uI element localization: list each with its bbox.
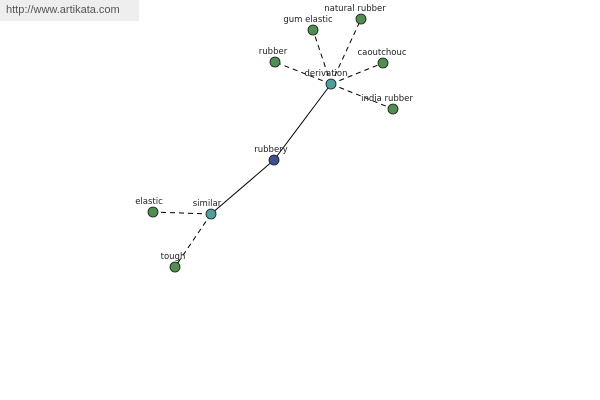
label-rubbery: rubbery: [254, 145, 287, 155]
node-tough[interactable]: [169, 261, 181, 273]
edge-derivation-rubber: [274, 61, 332, 85]
artikata-link[interactable]: http://www.artikata.com: [0, 0, 139, 21]
label-rubber: rubber: [259, 47, 288, 57]
label-india-rubber: india rubber: [361, 94, 413, 104]
label-elastic: elastic: [135, 197, 163, 207]
edge-rubbery-similar: [210, 159, 275, 215]
edge-derivation-gum-elastic: [312, 29, 332, 85]
edge-derivation-natural-rubber: [330, 18, 362, 85]
node-caoutchouc[interactable]: [377, 57, 389, 69]
node-labels: gum elastic natural rubber rubber caoutc…: [135, 4, 413, 262]
edges: [152, 18, 394, 268]
node-rubber[interactable]: [269, 56, 281, 68]
edge-derivation-india-rubber: [330, 83, 394, 110]
edge-rubbery-derivation: [273, 83, 332, 161]
edge-similar-tough: [174, 213, 212, 268]
node-elastic[interactable]: [147, 206, 159, 218]
label-similar: similar: [193, 199, 222, 209]
node-derivation[interactable]: [325, 78, 337, 90]
edge-derivation-caoutchouc: [330, 62, 384, 85]
node-gum-elastic[interactable]: [307, 24, 319, 36]
label-derivation: derivation: [304, 69, 347, 79]
label-caoutchouc: caoutchouc: [357, 48, 406, 58]
node-natural-rubber[interactable]: [355, 13, 367, 25]
edge-similar-elastic: [152, 211, 212, 215]
label-natural-rubber: natural rubber: [324, 4, 386, 14]
node-rubbery[interactable]: [268, 154, 280, 166]
label-gum-elastic: gum elastic: [283, 15, 333, 25]
nodes: [147, 13, 399, 273]
label-tough: tough: [161, 252, 186, 262]
node-similar[interactable]: [205, 208, 217, 220]
node-india-rubber[interactable]: [387, 103, 399, 115]
